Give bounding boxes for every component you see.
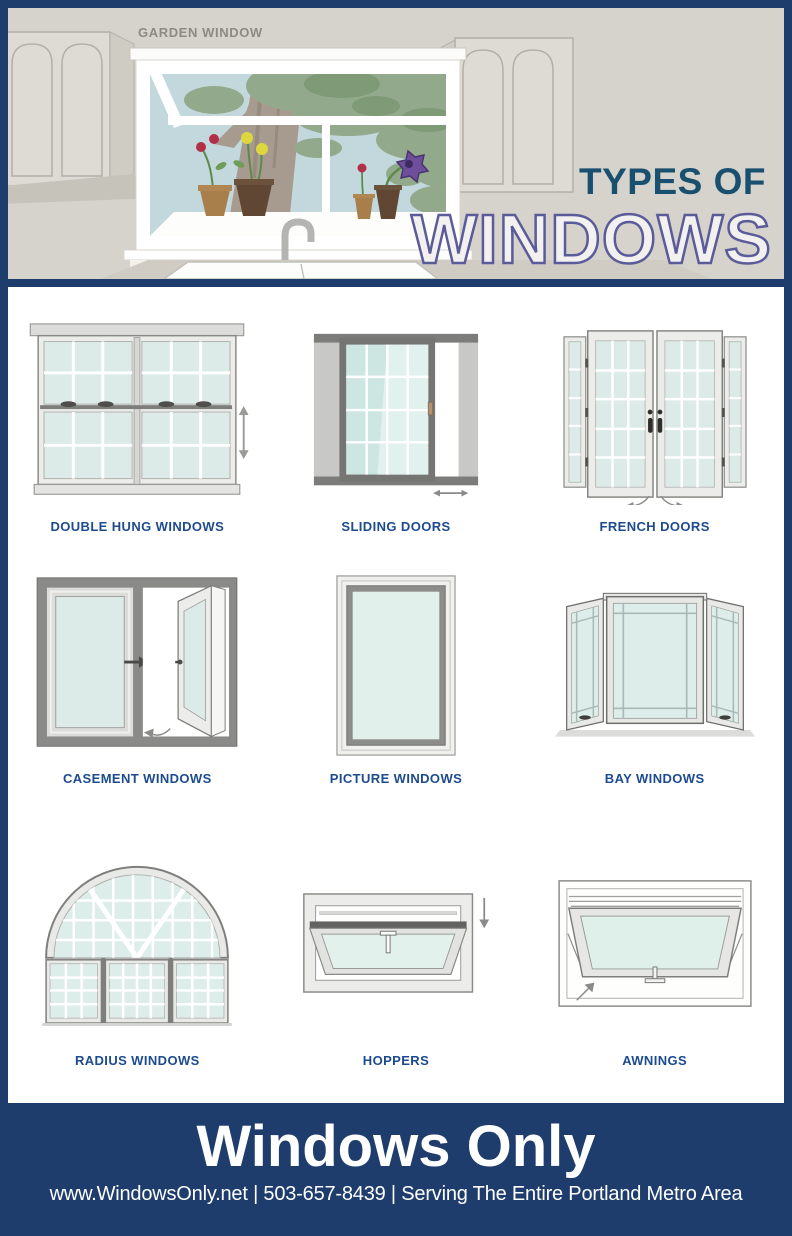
- window-type-label: AWNINGS: [622, 1053, 688, 1068]
- sash-latches: [60, 401, 212, 408]
- right-sash: [141, 341, 231, 480]
- slide-direction-arrow: [239, 406, 249, 460]
- t-handle: [379, 930, 397, 954]
- hoppers-illustration: [303, 893, 490, 993]
- window-type-label: SLIDING DOORS: [341, 519, 451, 534]
- window-type-label: BAY WINDOWS: [604, 771, 705, 786]
- slide-direction-arrow: [433, 489, 469, 497]
- bay-center: [602, 592, 707, 725]
- window-type-label: HOPPERS: [362, 1053, 430, 1068]
- open-direction-arrow: [144, 728, 172, 738]
- window-type-card: AWNINGS: [525, 821, 784, 1081]
- header-banner: GARDEN WINDOW TYPES OF WINDOWS: [8, 8, 784, 279]
- potted-flowers: [196, 132, 402, 219]
- open-direction-arrow: [479, 897, 490, 929]
- window-type-label: FRENCH DOORS: [599, 519, 710, 534]
- window-type-label: PICTURE WINDOWS: [329, 771, 463, 786]
- purple-flower: [395, 149, 430, 184]
- window-type-label: DOUBLE HUNG WINDOWS: [50, 519, 225, 534]
- open-casement-sash: [175, 584, 226, 738]
- sliding-doors-illustration: [313, 333, 479, 497]
- door-left: [586, 330, 654, 498]
- title-types-of: TYPES OF: [579, 161, 766, 202]
- open-direction-arrows: [626, 495, 683, 505]
- open-direction-arrow: [575, 982, 594, 1001]
- poster-title: TYPES OF WINDOWS: [410, 161, 772, 278]
- company-name: Windows Only: [196, 1114, 596, 1179]
- radius-lower-sections: [45, 957, 229, 1024]
- sliding-door-panel: [339, 337, 436, 482]
- door-handle: [427, 401, 434, 416]
- sidelight-left: [563, 336, 587, 488]
- footer-banner: Windows Only www.WindowsOnly.net | 503-6…: [0, 1103, 792, 1236]
- closed-casement-sash: [47, 587, 149, 737]
- garden-window: [123, 47, 473, 271]
- t-handle: [644, 965, 665, 983]
- sidelight-right: [723, 336, 747, 488]
- door-hinges: [584, 358, 725, 467]
- door-right: [655, 330, 723, 498]
- radius-windows-illustration: [42, 865, 233, 1027]
- contact-info: www.WindowsOnly.net | 503-657-8439 | Ser…: [49, 1183, 743, 1205]
- casement-windows-illustration: [36, 577, 238, 747]
- left-sash: [43, 341, 133, 480]
- window-type-card: PICTURE WINDOWS: [267, 569, 526, 821]
- bay-windows-illustration: [554, 592, 755, 737]
- awning-sash: [567, 907, 742, 983]
- window-types-grid: DOUBLE HUNG WINDOWS: [8, 287, 784, 1081]
- double-hung-windows-illustration: [30, 323, 249, 495]
- window-type-card: SLIDING DOORS: [267, 317, 526, 569]
- bay-side-right: [705, 597, 744, 731]
- left-cabinet: [8, 31, 158, 204]
- door-handles: [647, 409, 662, 433]
- window-type-card: BAY WINDOWS: [525, 569, 784, 821]
- window-type-label: CASEMENT WINDOWS: [62, 771, 212, 786]
- window-type-card: DOUBLE HUNG WINDOWS: [8, 317, 267, 569]
- garden-window-label: GARDEN WINDOW: [138, 25, 263, 40]
- bay-side-left: [565, 597, 604, 731]
- title-windows: WINDOWS: [410, 199, 772, 278]
- kitchen-sink: [100, 218, 712, 279]
- picture-glass: [352, 591, 440, 739]
- awnings-illustration: [558, 879, 752, 1007]
- window-types-panel: DOUBLE HUNG WINDOWS: [8, 287, 784, 1103]
- window-type-card: HOPPERS: [267, 821, 526, 1081]
- window-type-card: RADIUS WINDOWS: [8, 821, 267, 1081]
- french-doors-illustration: [563, 330, 747, 505]
- window-type-label: RADIUS WINDOWS: [74, 1053, 200, 1068]
- window-type-card: FRENCH DOORS: [525, 317, 784, 569]
- garden-window-illustration: [8, 8, 784, 279]
- arch-muntins: [54, 874, 221, 958]
- picture-windows-illustration: [336, 574, 456, 756]
- window-type-card: CASEMENT WINDOWS: [8, 569, 267, 821]
- hopper-sash: [308, 921, 468, 975]
